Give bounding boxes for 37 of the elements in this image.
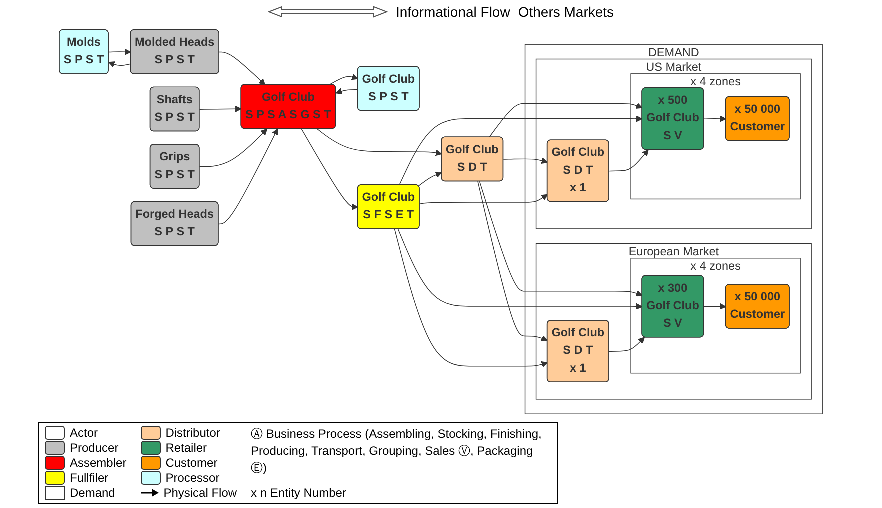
legend-text: Customer	[166, 456, 218, 470]
legend-text: Actor	[70, 426, 98, 440]
arrow	[199, 128, 268, 168]
legend-text: Producer	[70, 441, 119, 455]
arrow	[108, 48, 132, 56]
arrow	[609, 337, 646, 352]
legend-text: Retailer	[166, 441, 208, 455]
arrow	[329, 74, 358, 86]
legend-text: Fullfiler	[70, 471, 109, 485]
legend-text: Demand	[70, 486, 116, 500]
arrow	[418, 172, 442, 187]
flow-label: Informational Flow	[396, 4, 510, 20]
arrow	[704, 303, 726, 310]
arrow	[108, 62, 132, 68]
arrow	[398, 228, 643, 310]
legend-text: x n Entity Number	[251, 486, 346, 500]
arrow	[394, 228, 548, 368]
arrow	[199, 106, 242, 112]
legend-text: Processor	[166, 471, 220, 485]
legend-text: Physical Flow	[164, 486, 238, 500]
legend-text: Distributor	[166, 426, 220, 440]
legend-text: Ⓐ Business Process (Assembling, Stocking, Finishing, Producing, Transport, Grouping, Sales Ⓥ, Packaging Ⓔ)	[251, 426, 543, 477]
arrow	[219, 52, 266, 86]
arrow	[316, 128, 442, 156]
arrow	[301, 128, 358, 210]
arrow	[704, 116, 726, 122]
arrow	[503, 158, 548, 164]
arrow	[419, 194, 548, 204]
note-label: Others Markets	[518, 4, 614, 20]
arrow	[479, 181, 643, 297]
arrow	[489, 102, 643, 138]
arrow	[609, 150, 649, 172]
arrow	[218, 128, 278, 225]
legend-text: Assembler	[70, 456, 127, 470]
arrow	[336, 88, 359, 95]
arrow	[399, 116, 643, 186]
arrow	[478, 181, 548, 342]
